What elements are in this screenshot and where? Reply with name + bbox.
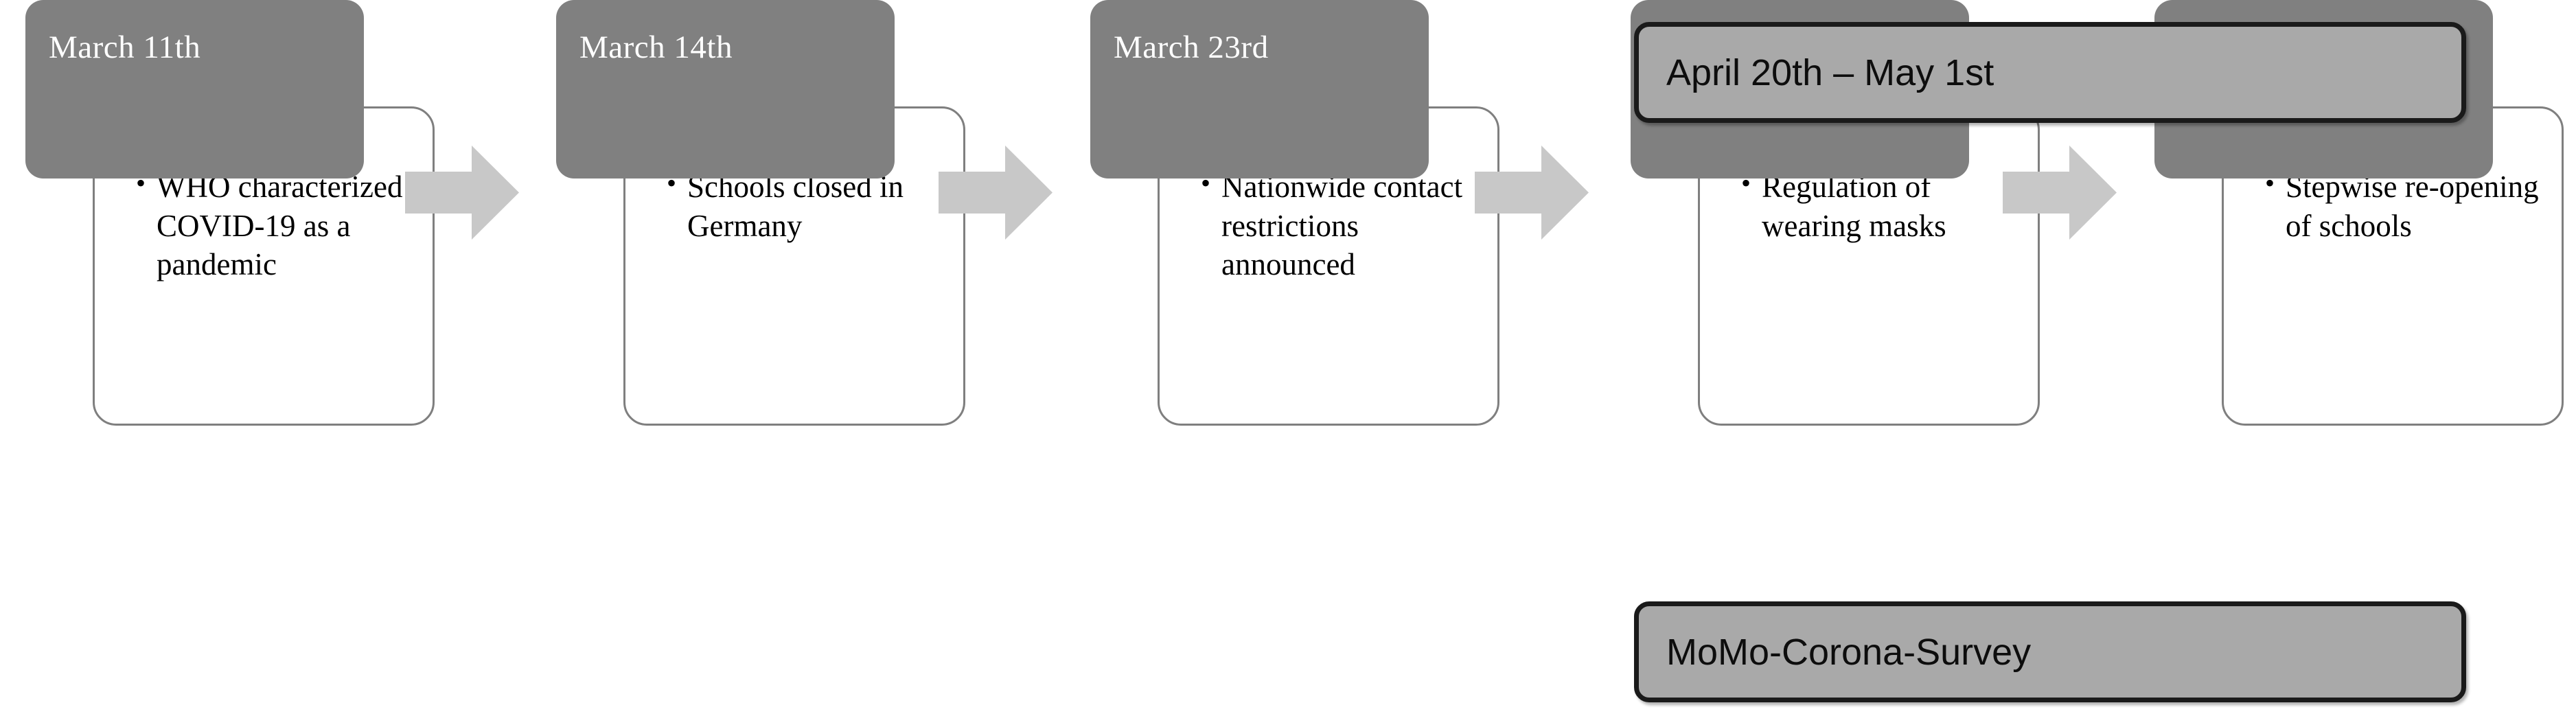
bullet-item: WHO characterized COVID-19 as a pandemic — [136, 166, 413, 284]
banner-survey-name: MoMo-Corona-Survey — [1634, 601, 2466, 702]
card-date-label: March 11th — [49, 30, 201, 65]
arrow-right-icon-3 — [1475, 146, 1589, 240]
bullet-list-march-11: WHO characterized COVID-19 as a pandemic — [136, 166, 413, 284]
bullet-list-april-19: Regulation of wearing masks — [1741, 166, 2019, 245]
bullet-list-may-4: Stepwise re-opening of schools — [2265, 166, 2542, 245]
card-header-march-11: March 11th — [25, 0, 364, 178]
card-date-label: March 14th — [579, 30, 733, 65]
bullet-list-march-14: Schools closed in Germany — [667, 166, 944, 245]
banner-label: MoMo-Corona-Survey — [1666, 631, 2032, 673]
banner-survey-period: April 20th – May 1st — [1634, 22, 2466, 123]
banner-label: April 20th – May 1st — [1666, 51, 1994, 93]
arrow-right-icon-4 — [2003, 146, 2117, 240]
bullet-item: Schools closed in Germany — [667, 166, 944, 245]
bullet-item: Regulation of wearing masks — [1741, 166, 2019, 245]
arrow-right-icon-1 — [405, 146, 519, 240]
card-date-label: March 23rd — [1114, 30, 1269, 65]
card-header-march-23: March 23rd — [1090, 0, 1429, 178]
bullet-item: Stepwise re-opening of schools — [2265, 166, 2542, 245]
bullet-list-march-23: Nationwide contact restrictions announce… — [1201, 166, 1478, 284]
card-header-march-14: March 14th — [556, 0, 895, 178]
bullet-item: Nationwide contact restrictions announce… — [1201, 166, 1478, 284]
arrow-right-icon-2 — [939, 146, 1053, 240]
